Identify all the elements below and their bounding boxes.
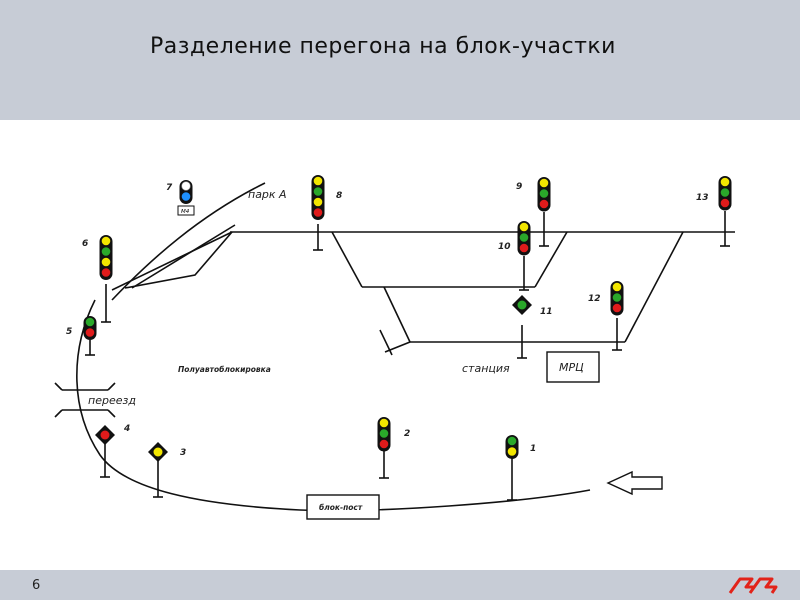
- signal-lamp: [101, 247, 111, 256]
- station-track-1c: [534, 231, 568, 288]
- signal-number: 7: [166, 183, 173, 193]
- signal-head: [99, 235, 113, 280]
- signal-lamp: [85, 317, 95, 327]
- signal-lamp: [100, 430, 110, 440]
- signal-lamp: [720, 177, 730, 187]
- slide-title: Разделение перегона на блок-участки: [150, 34, 616, 59]
- signal-10: 10: [498, 221, 531, 291]
- signal-lamp: [519, 233, 529, 242]
- footer-band: 6: [0, 570, 800, 600]
- signal-2: 2: [377, 417, 410, 479]
- signal-lamp: [720, 188, 730, 197]
- signal-13: 13: [696, 176, 732, 247]
- signal-7: М4 7: [166, 180, 195, 216]
- signal-lamp: [181, 181, 191, 191]
- signal-12: 12: [588, 281, 624, 351]
- direction-arrow: [606, 470, 663, 496]
- stub-track-b: [384, 341, 411, 353]
- station-track-1: [331, 231, 363, 288]
- signal-lamp: [720, 198, 730, 208]
- signal-lamp: [313, 208, 323, 217]
- signal-lamp: [313, 197, 323, 207]
- signal-lamp: [379, 418, 389, 428]
- signal-number: 13: [696, 193, 709, 203]
- park-label: парк А: [248, 188, 287, 201]
- signal-lamp: [101, 236, 111, 246]
- signal-4: 4: [95, 424, 130, 478]
- signal-lamp: [85, 328, 95, 337]
- signal-lamp: [519, 243, 529, 253]
- signal-lamp: [379, 429, 389, 438]
- station-track-2c: [624, 231, 684, 343]
- signal-1: 1: [505, 435, 536, 501]
- signal-lamp: [519, 222, 529, 232]
- signal-lamp: [539, 178, 549, 188]
- signal-lamp: [313, 187, 323, 196]
- mrc-label: МРЦ: [559, 361, 584, 374]
- signal-number: 4: [123, 424, 130, 434]
- signal-lamp: [101, 257, 111, 267]
- signal-11: 11: [512, 295, 553, 359]
- park-track-curve: [111, 182, 266, 301]
- park-siding: [124, 231, 233, 289]
- signal-3: 3: [148, 442, 186, 498]
- block-section-diagram: МРЦ блок-пост парк А Полуавтоблокировка …: [54, 175, 735, 520]
- m4-box: [177, 205, 195, 216]
- signal-lamp: [313, 176, 323, 186]
- tracks: [54, 182, 735, 512]
- signal-5: 5: [66, 316, 97, 356]
- signal-8: 8: [311, 175, 342, 251]
- signal-lamp: [507, 436, 517, 446]
- signal-lamp: [612, 282, 622, 292]
- signal-number: 9: [516, 182, 522, 192]
- approach-curve: [76, 299, 591, 512]
- signal-lamp: [153, 447, 163, 457]
- signal-number: 10: [498, 242, 511, 252]
- signal-number: 2: [404, 429, 410, 439]
- crossing-label: переезд: [88, 394, 136, 407]
- station-track-2: [383, 286, 411, 343]
- signal-lamp: [539, 189, 549, 198]
- signal-lamp: [101, 268, 111, 277]
- signal-lamp: [517, 300, 527, 310]
- mrc-box: [546, 351, 600, 383]
- signal-lamp: [539, 199, 549, 209]
- signal-lamp: [507, 447, 517, 456]
- signal-lamp: [379, 439, 389, 449]
- semi-auto-label: Полуавтоблокировка: [178, 365, 271, 374]
- signal-number: 12: [588, 294, 601, 304]
- block-post-label: блок-пост: [319, 503, 363, 512]
- signal-number: 11: [540, 307, 553, 317]
- signal-9: 9: [516, 177, 551, 247]
- signal-6: 6: [82, 235, 113, 323]
- signal-number: 5: [66, 327, 72, 337]
- block-post-box: [306, 494, 380, 520]
- signal-number: 3: [180, 448, 186, 458]
- header-band: Разделение перегона на блок-участки: [0, 0, 800, 120]
- page-number: 6: [32, 578, 41, 593]
- signal-lamp: [612, 293, 622, 302]
- signal-number: 6: [82, 239, 88, 249]
- signal-lamp: [612, 303, 622, 313]
- park-track-inner: [131, 224, 236, 289]
- rzd-logo: [728, 577, 778, 594]
- signal-number: 8: [336, 191, 342, 201]
- signal-head: [311, 175, 325, 220]
- signal-number: 1: [530, 444, 536, 454]
- m4-label: М4: [181, 209, 190, 215]
- signal-lamp: [181, 192, 191, 201]
- station-label: станция: [462, 362, 510, 375]
